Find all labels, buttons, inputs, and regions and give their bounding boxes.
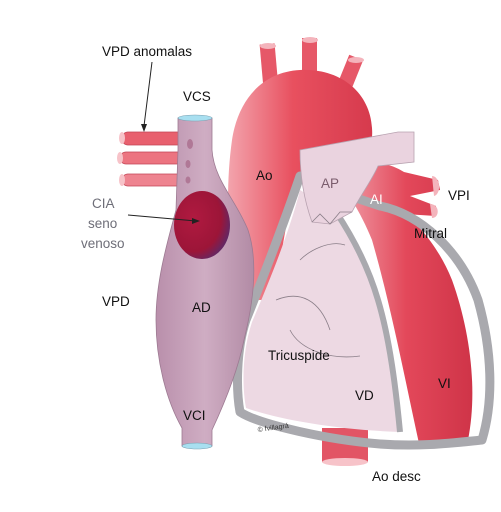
label-ai: AI: [370, 192, 383, 207]
label-vpi: VPI: [448, 188, 470, 203]
left-heart: [340, 161, 473, 449]
sinus-venosus-defect: [174, 191, 230, 259]
label-tricuspide: Tricuspide: [268, 348, 330, 363]
label-ao-desc: Ao desc: [372, 469, 421, 484]
label-ao: Ao: [256, 168, 273, 183]
label-vci: VCI: [183, 408, 206, 423]
label-seno: seno: [88, 216, 117, 231]
label-vpd: VPD: [102, 294, 130, 309]
right-ventricle: [243, 190, 403, 433]
label-vd: VD: [355, 388, 374, 403]
label-vcs: VCS: [183, 89, 211, 104]
label-mitral: Mitral: [414, 226, 447, 241]
right-atrium-venous: [155, 114, 255, 450]
label-cia: CIA: [92, 196, 115, 211]
label-vpd-anomalas: VPD anomalas: [102, 44, 192, 59]
leader-lines: [127, 61, 200, 224]
label-venoso: venoso: [81, 236, 125, 251]
label-vi: VI: [438, 376, 451, 391]
label-ad: AD: [192, 300, 211, 315]
pulmonary-artery: [299, 131, 415, 225]
label-ap: AP: [321, 176, 339, 191]
